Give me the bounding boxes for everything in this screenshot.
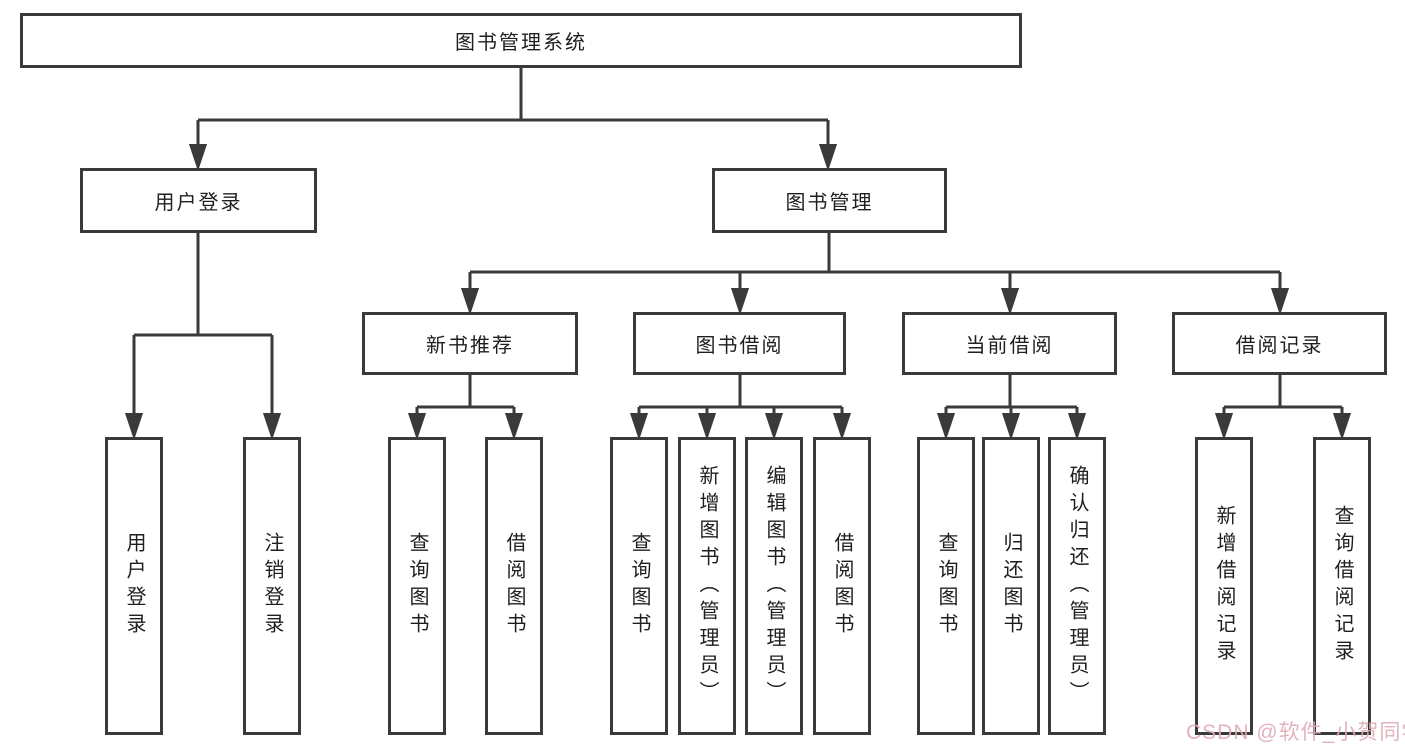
node-user-login: 用户登录 [80, 168, 317, 233]
leaf-return-books: 归还图书 [982, 437, 1040, 735]
leaf-label: 新增图书（管理员） [696, 464, 718, 708]
leaf-label: 新增借阅记录 [1213, 505, 1235, 667]
node-book-borrowing: 图书借阅 [633, 312, 846, 375]
node-label: 当前借阅 [965, 335, 1054, 357]
node-label: 图书管理系统 [455, 32, 587, 54]
leaf-query-books-borrowing: 查询图书 [610, 437, 668, 735]
node-book-management: 图书管理 [712, 168, 947, 233]
leaf-label: 归还图书 [1000, 532, 1022, 640]
leaf-add-books-admin: 新增图书（管理员） [678, 437, 736, 735]
node-label: 图书管理 [785, 192, 874, 214]
leaf-logout: 注销登录 [243, 437, 301, 735]
leaf-label: 查询图书 [935, 532, 957, 640]
leaf-confirm-return-admin: 确认归还（管理员） [1048, 437, 1106, 735]
csdn-watermark: CSDN @软件_小贺同学 [1186, 721, 1405, 744]
leaf-label: 借阅图书 [831, 532, 853, 640]
leaf-user-login: 用户登录 [105, 437, 163, 735]
leaf-label: 查询图书 [406, 532, 428, 640]
node-borrowing-records: 借阅记录 [1172, 312, 1387, 375]
leaf-label: 借阅图书 [503, 532, 525, 640]
leaf-borrow-books-recommendation: 借阅图书 [485, 437, 543, 735]
leaf-label: 查询图书 [628, 532, 650, 640]
leaf-borrow-books: 借阅图书 [813, 437, 871, 735]
node-label: 图书借阅 [695, 335, 784, 357]
leaf-query-books-current: 查询图书 [917, 437, 975, 735]
node-label: 用户登录 [154, 192, 243, 214]
node-label: 借阅记录 [1235, 335, 1324, 357]
leaf-label: 用户登录 [123, 532, 145, 640]
leaf-query-borrow-record: 查询借阅记录 [1313, 437, 1371, 735]
node-label: 新书推荐 [426, 335, 514, 357]
node-new-book-recommendation: 新书推荐 [362, 312, 578, 375]
leaf-edit-books-admin: 编辑图书（管理员） [745, 437, 803, 735]
node-library-management-system: 图书管理系统 [20, 13, 1022, 68]
leaf-label: 编辑图书（管理员） [763, 464, 785, 708]
leaf-query-books-recommendation: 查询图书 [388, 437, 446, 735]
leaf-label: 注销登录 [261, 532, 283, 640]
leaf-add-borrow-record: 新增借阅记录 [1195, 437, 1253, 735]
leaf-label: 查询借阅记录 [1331, 505, 1353, 667]
node-current-borrowing: 当前借阅 [902, 312, 1117, 375]
leaf-label: 确认归还（管理员） [1066, 464, 1088, 708]
